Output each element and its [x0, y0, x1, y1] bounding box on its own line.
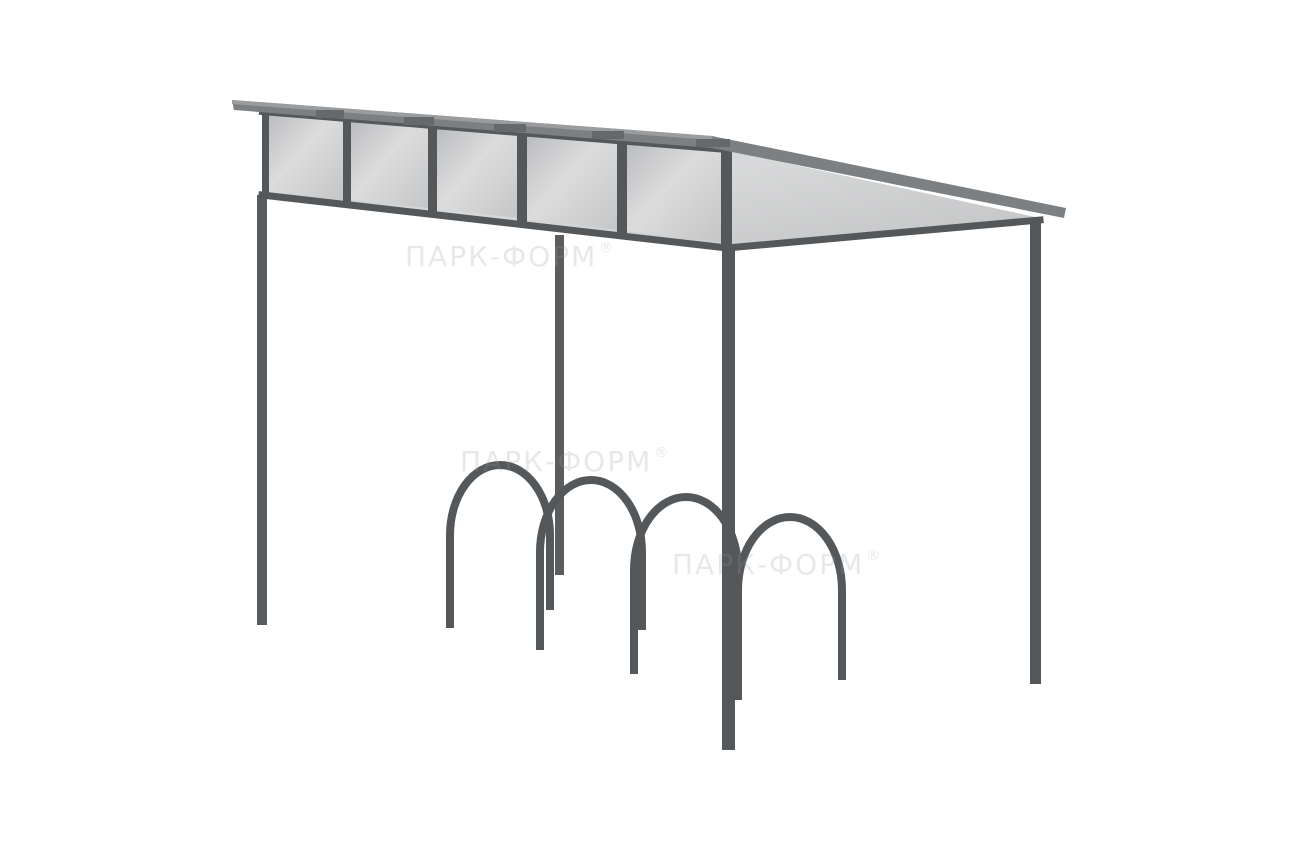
front-posts: [722, 218, 1041, 750]
front-fascia-panels: [266, 112, 722, 242]
roof-top-edge: [232, 100, 1066, 218]
back-posts: [257, 195, 564, 625]
post-front-right: [1030, 218, 1041, 684]
post-back-middle: [555, 235, 564, 575]
arch-rack-1: [446, 461, 554, 628]
bike-arch-racks: [446, 461, 846, 700]
post-front-middle-overlay: [722, 500, 735, 750]
arch-rack-2: [536, 476, 646, 650]
post-back-left: [257, 195, 267, 625]
arch-rack-4: [734, 513, 846, 680]
roof-brackets: [316, 110, 730, 147]
fascia-dividers: [262, 110, 732, 247]
